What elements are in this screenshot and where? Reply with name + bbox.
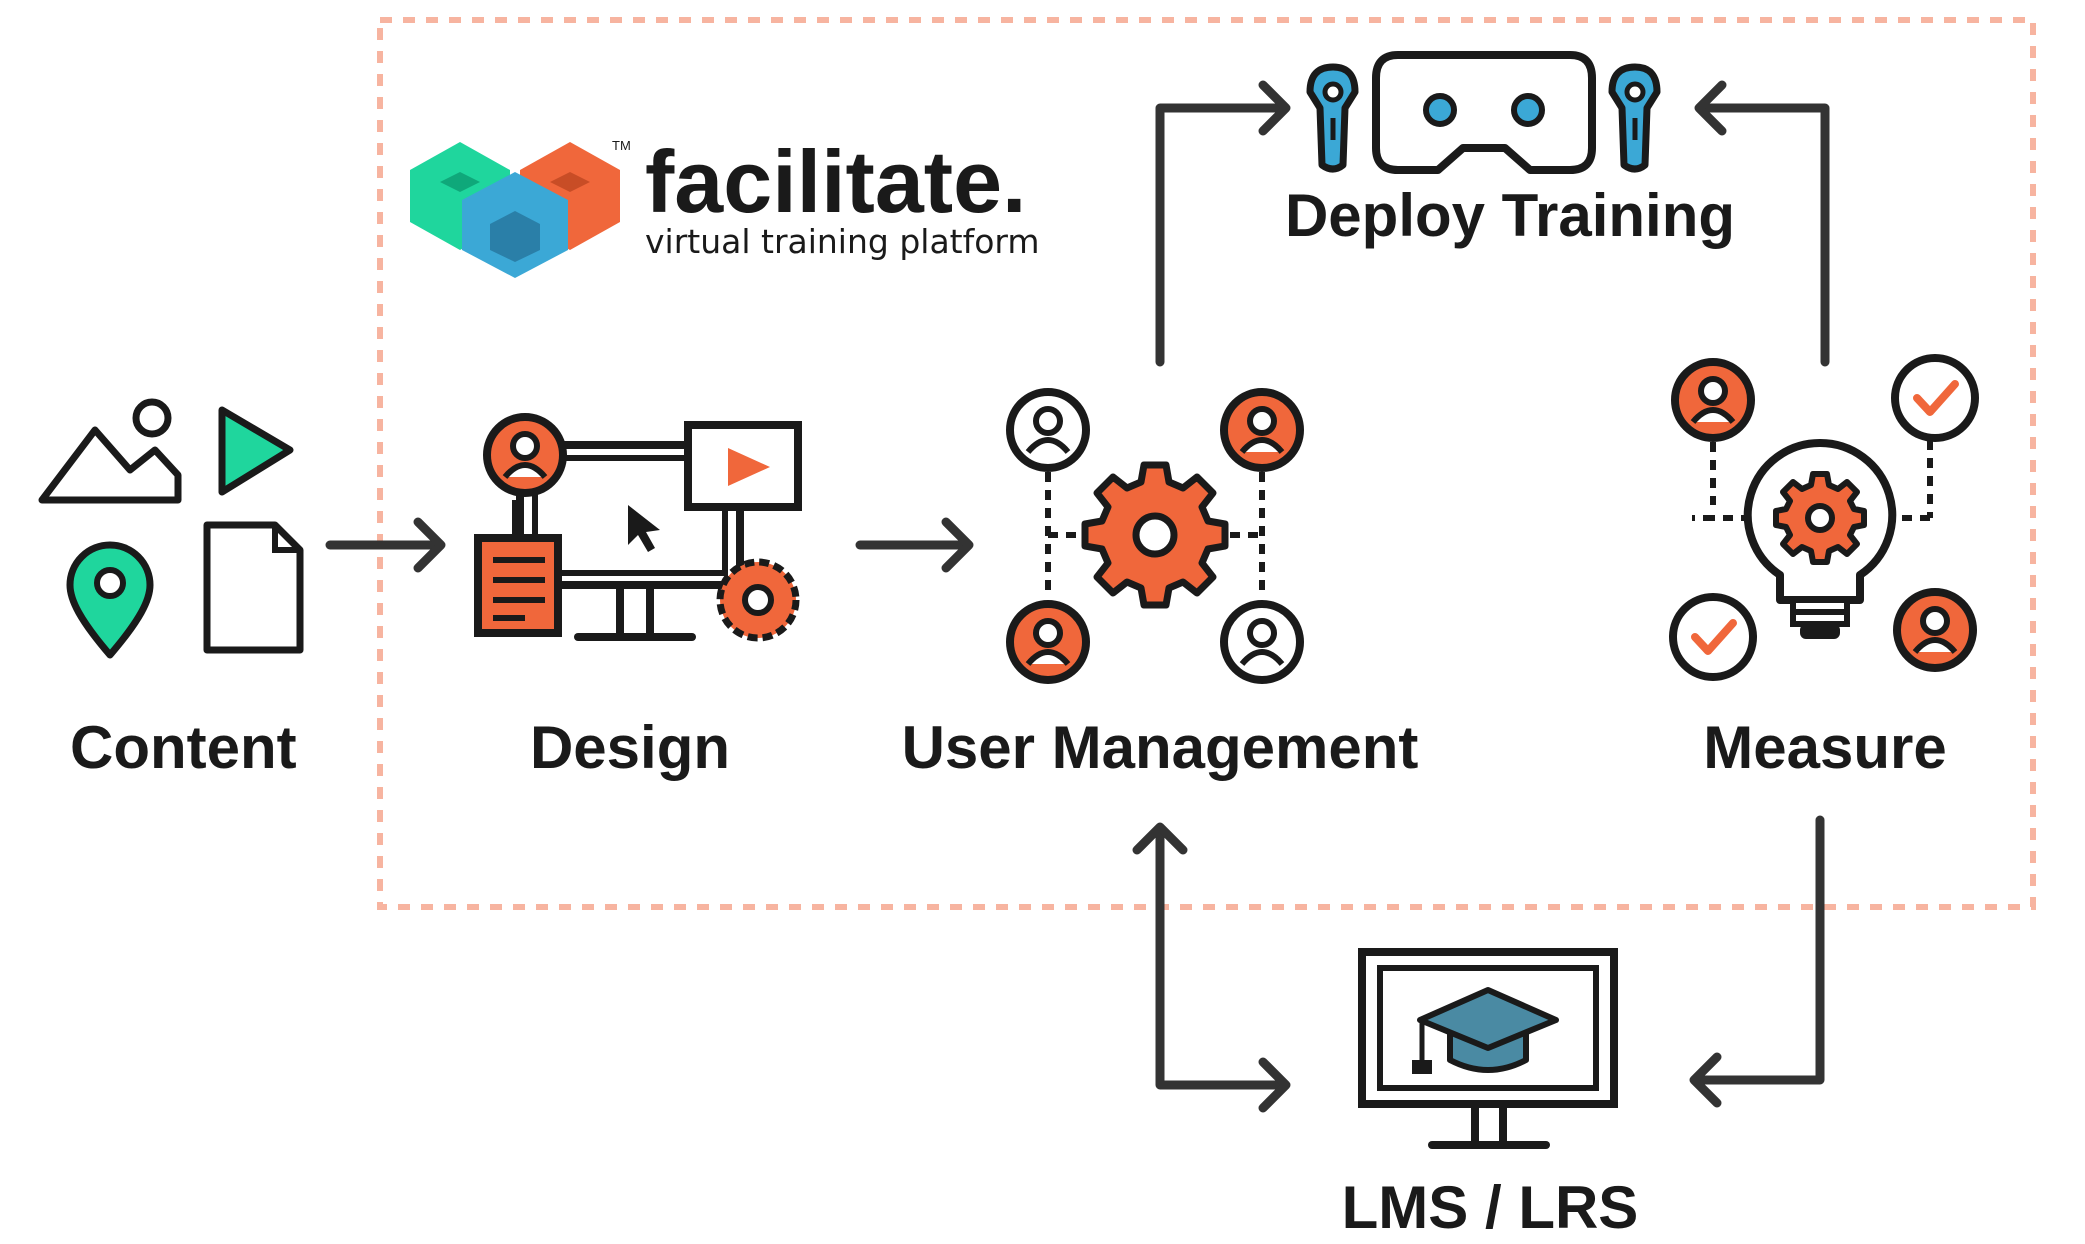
- user-network-icon: [1010, 392, 1300, 680]
- brand-name: facilitate.: [645, 132, 1027, 231]
- graduation-monitor-icon: [1358, 948, 1618, 1149]
- platform-boundary: [377, 17, 2036, 910]
- landscape-icon: [38, 398, 182, 504]
- arrow-measure-to-deploy: [1694, 80, 1830, 367]
- arrow-user-management-to-deploy: [1155, 80, 1291, 367]
- play-icon: [218, 406, 294, 496]
- facilitate-logo: [410, 142, 620, 278]
- arrow-content-to-design: [325, 517, 446, 573]
- brand-tagline: virtual training platform: [645, 222, 1040, 261]
- arrow-design-to-user-management: [855, 517, 974, 573]
- lightbulb-analytics-icon: [1673, 358, 1975, 677]
- label-deploy-training: Deploy Training: [1284, 182, 1736, 249]
- label-measure: Measure: [1703, 714, 1947, 781]
- vr-headset-icon: [1306, 51, 1661, 174]
- document-icon: [203, 521, 304, 654]
- label-content: Content: [70, 714, 297, 781]
- arrow-lms-user-management: [1132, 822, 1291, 1113]
- arrow-measure-to-lms: [1689, 815, 1825, 1108]
- flow-arrows: [325, 80, 1830, 1113]
- design-workstation-icon: [474, 417, 802, 642]
- label-design: Design: [529, 714, 731, 781]
- label-user-management: User Management: [901, 714, 1419, 781]
- trademark-mark: TM: [612, 138, 631, 153]
- map-pin-icon: [66, 541, 154, 659]
- label-lms-lrs: LMS / LRS: [1341, 1174, 1639, 1241]
